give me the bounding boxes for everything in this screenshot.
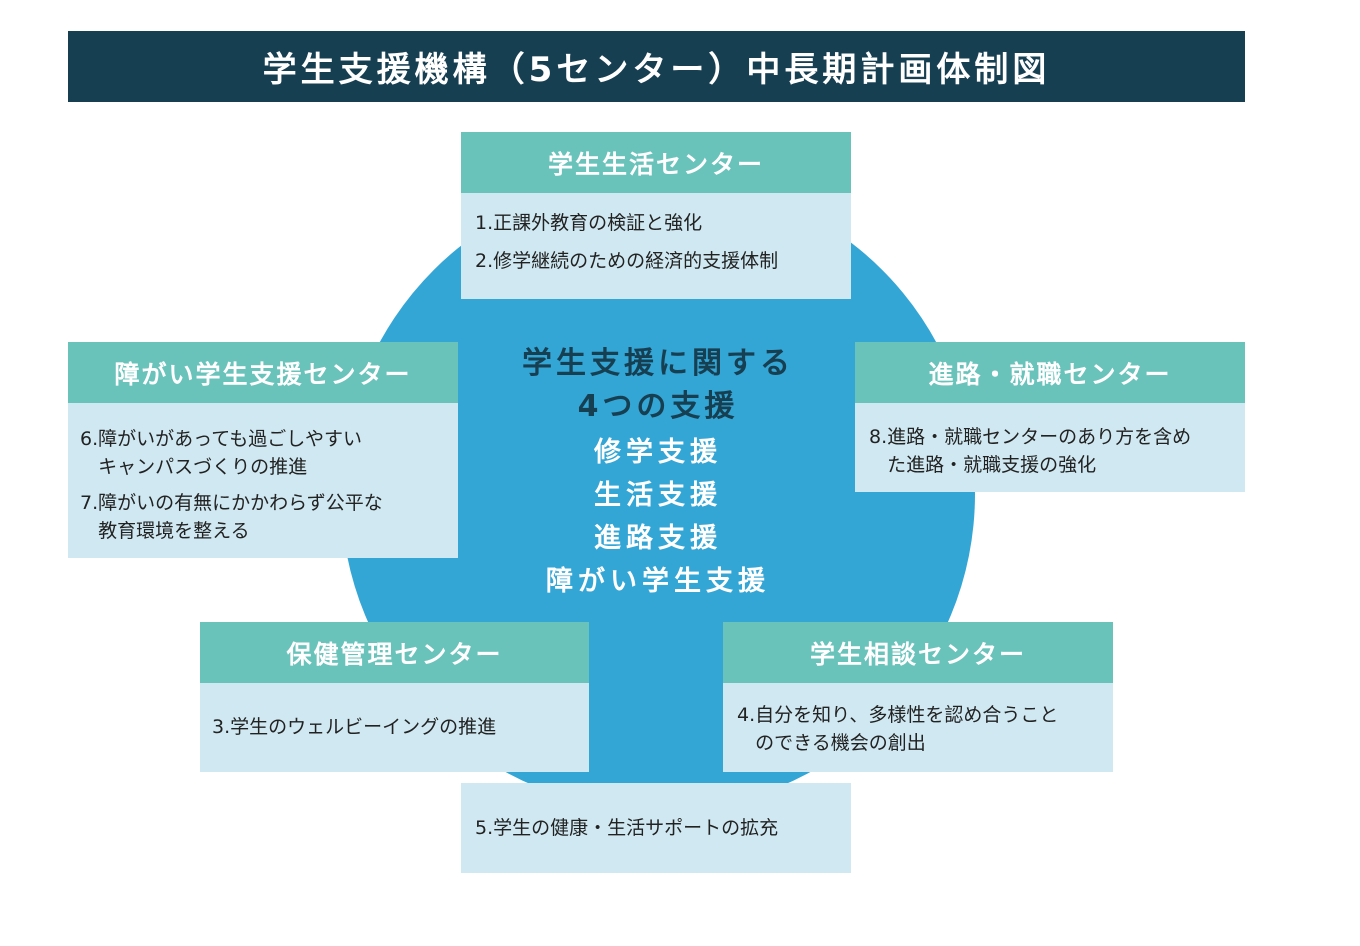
item-text: た進路・就職支援の強化	[887, 454, 1097, 476]
box-body: 3. 学生のウェルビーイングの推進	[200, 683, 589, 772]
item-text: 障がいがあっても過ごしやすい	[98, 428, 363, 450]
item-number: 1.	[475, 212, 494, 234]
box-body: 4. 自分を知り、多様性を認め合うこと のできる機会の創出	[723, 683, 1113, 772]
box-header: 障がい学生支援センター	[68, 342, 458, 403]
support-list: 修学支援 生活支援 進路支援 障がい学生支援	[458, 431, 858, 603]
item-text: のできる機会の創出	[755, 732, 926, 754]
list-item: 4. 自分を知り、多様性を認め合うこと のできる機会の創出	[737, 701, 1113, 757]
support-item: 生活支援	[594, 480, 722, 511]
student-life-center-box: 学生生活センター 1. 正課外教育の検証と強化 2. 修学継続のための経済的支援…	[461, 132, 851, 299]
support-item: 修学支援	[594, 437, 722, 468]
box-body: 6. 障がいがあっても過ごしやすい キャンパスづくりの推進 7. 障がいの有無に…	[68, 403, 458, 558]
item-number: 7.	[80, 492, 99, 514]
list-item: 1. 正課外教育の検証と強化	[475, 209, 851, 237]
item-number: 8.	[869, 426, 888, 448]
item-text: 障がいの有無にかかわらず公平な	[98, 492, 383, 514]
box-body: 5. 学生の健康・生活サポートの拡充	[461, 783, 851, 873]
student-counseling-center-box: 学生相談センター 4. 自分を知り、多様性を認め合うこと のできる機会の創出	[723, 622, 1113, 772]
item-text: 正課外教育の検証と強化	[493, 212, 703, 234]
item-number: 6.	[80, 428, 99, 450]
health-management-center-box: 保健管理センター 3. 学生のウェルビーイングの推進	[200, 622, 589, 772]
item-text: 学生のウェルビーイングの推進	[230, 716, 497, 738]
support-item: 障がい学生支援	[546, 566, 770, 597]
item-text: 進路・就職センターのあり方を含め	[887, 426, 1192, 448]
box-body: 8. 進路・就職センターのあり方を含め た進路・就職支援の強化	[855, 403, 1245, 492]
list-item: 3. 学生のウェルビーイングの推進	[212, 713, 589, 741]
item-text: 教育環境を整える	[98, 520, 250, 542]
center-heading-line: 学生支援に関する	[522, 346, 794, 381]
center-heading-line: 4つの支援	[577, 389, 739, 424]
item-text: 修学継続のための経済的支援体制	[493, 250, 779, 272]
item-number: 2.	[475, 250, 494, 272]
disability-support-center-box: 障がい学生支援センター 6. 障がいがあっても過ごしやすい キャンパスづくりの推…	[68, 342, 458, 558]
item-text: キャンパスづくりの推進	[98, 456, 308, 478]
career-center-box: 進路・就職センター 8. 進路・就職センターのあり方を含め た進路・就職支援の強…	[855, 342, 1245, 492]
list-item: 6. 障がいがあっても過ごしやすい キャンパスづくりの推進	[80, 425, 458, 481]
item-text: 自分を知り、多様性を認め合うこと	[755, 704, 1059, 726]
box-body: 1. 正課外教育の検証と強化 2. 修学継続のための経済的支援体制	[461, 193, 851, 299]
list-item: 8. 進路・就職センターのあり方を含め た進路・就職支援の強化	[869, 423, 1245, 479]
center-heading: 学生支援に関する 4つの支援	[458, 342, 858, 428]
item-number: 5.	[475, 817, 494, 839]
page-title: 学生支援機構（5センター）中長期計画体制図	[68, 31, 1245, 102]
item-text: 学生の健康・生活サポートの拡充	[493, 817, 779, 839]
box-header: 進路・就職センター	[855, 342, 1245, 403]
list-item: 7. 障がいの有無にかかわらず公平な 教育環境を整える	[80, 489, 458, 545]
box-header: 保健管理センター	[200, 622, 589, 683]
center-text: 学生支援に関する 4つの支援 修学支援 生活支援 進路支援 障がい学生支援	[458, 342, 858, 603]
box-header: 学生生活センター	[461, 132, 851, 193]
health-support-box: 5. 学生の健康・生活サポートの拡充	[461, 783, 851, 873]
item-number: 3.	[212, 716, 231, 738]
item-number: 4.	[737, 704, 756, 726]
box-header: 学生相談センター	[723, 622, 1113, 683]
list-item: 2. 修学継続のための経済的支援体制	[475, 247, 851, 275]
list-item: 5. 学生の健康・生活サポートの拡充	[475, 814, 851, 842]
support-item: 進路支援	[594, 523, 722, 554]
